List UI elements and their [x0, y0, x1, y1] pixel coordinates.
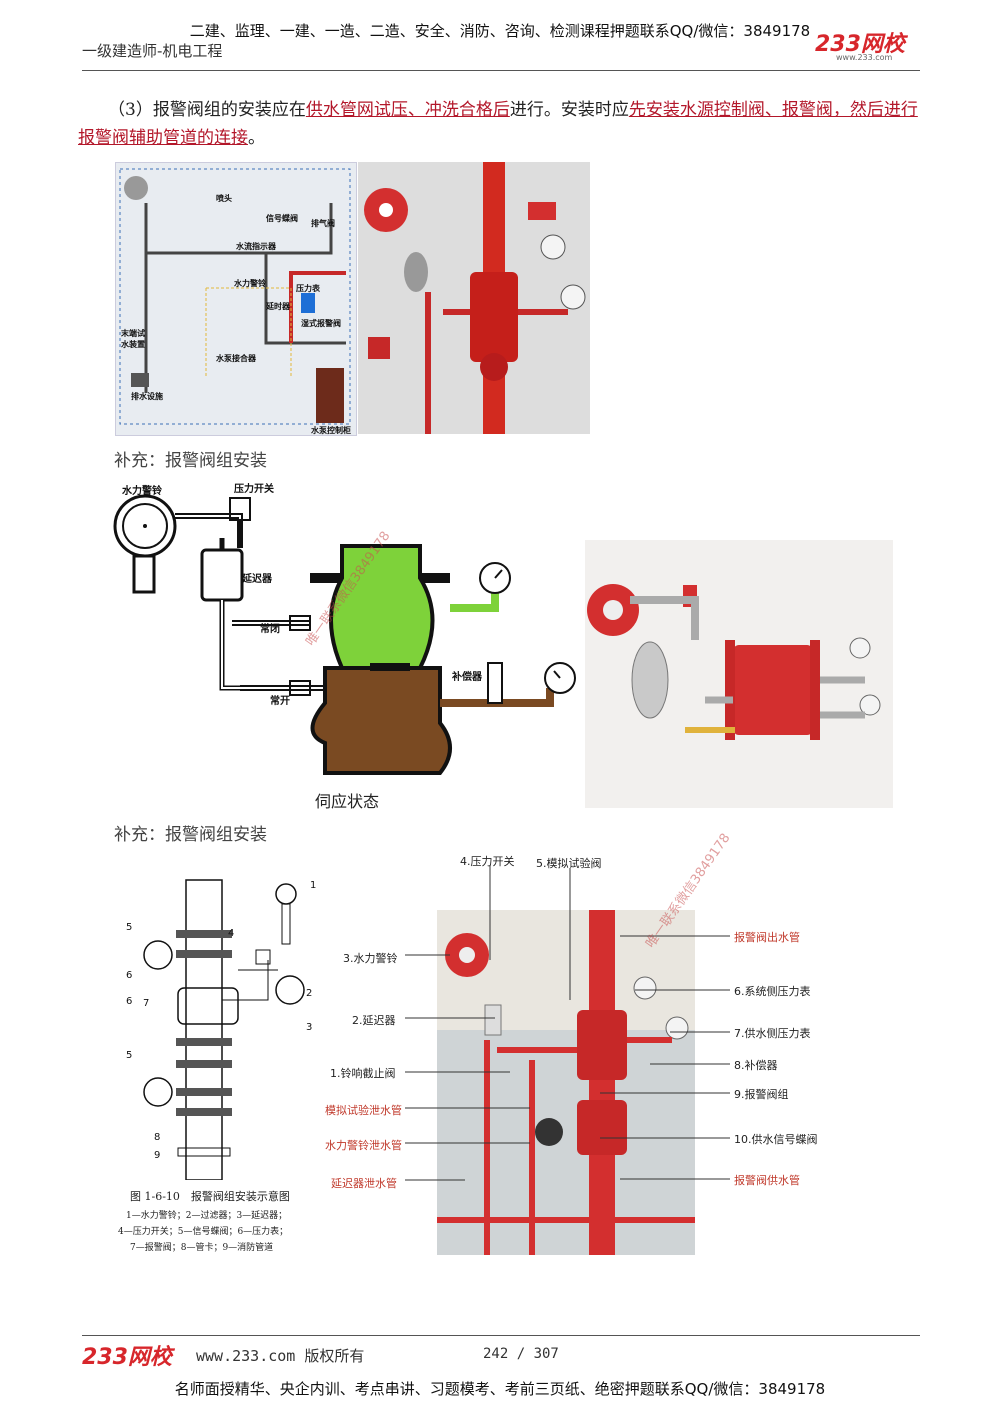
num-7: 7 — [143, 998, 150, 1009]
label-delay: 2.延迟器 — [352, 1014, 396, 1027]
header-logo-url: www.233.com — [836, 53, 893, 62]
num-2: 2 — [306, 988, 313, 999]
diag-state-caption: 伺应状态 — [315, 792, 380, 811]
valve-section-drawing — [113, 494, 576, 775]
label-supply-gauge: 7.供水侧压力表 — [734, 1027, 811, 1040]
label-test-valve: 5.模拟试验阀 — [536, 857, 602, 870]
para-text: （3）报警阀组的安装应在 — [108, 100, 306, 120]
system-schematic-image: 喷头 信号蝶阀 排气阀 水流指示器 湿式报警阀 压力表 水力警铃 延时器 末端试… — [115, 162, 357, 436]
schem-label-pump-cabinet: 水泵控制柜 — [311, 426, 351, 435]
figure-legend-2: 4—压力开关；5—信号蝶阀；6—压力表； — [118, 1227, 289, 1237]
header-contact-line: 二建、监理、一建、一造、二造、安全、消防、咨询、检测课程押题联系QQ/微信：38… — [189, 22, 811, 40]
system-schematic-drawing — [119, 168, 351, 425]
label-test-drain: 模拟试验泄水管 — [325, 1104, 402, 1117]
figure-caption: 图 1-6-10 报警阀组安装示意图 — [130, 1190, 290, 1203]
num-6b: 6 — [126, 996, 133, 1007]
footer-copyright: www.233.com 版权所有 — [196, 1347, 365, 1365]
label-supply-pipe: 报警阀供水管 — [734, 1174, 800, 1187]
num-4: 4 — [228, 928, 235, 939]
alarm-valve-photo — [358, 162, 590, 434]
num-8: 8 — [154, 1132, 161, 1143]
diag-label-normally-closed: 常闭 — [260, 624, 280, 635]
schem-label-drain: 排水设施 — [131, 392, 163, 401]
diag-label-delay: 延迟器 — [242, 574, 272, 585]
schem-label-bell: 水力警铃 — [234, 279, 266, 288]
alarm-valve-assembly-photo — [585, 540, 893, 808]
schem-label-signal-valve: 信号蝶阀 — [266, 214, 298, 223]
diag-label-bell: 水力警铃 — [122, 486, 162, 497]
num-6a: 6 — [126, 970, 133, 981]
para-text-mid: 进行。安装时应 — [509, 100, 629, 120]
num-9: 9 — [154, 1150, 161, 1161]
diag-label-compensator: 补偿器 — [452, 672, 482, 683]
label-signal-butterfly: 10.供水信号蝶阀 — [734, 1133, 818, 1146]
header-subject: 一级建造师-机电工程 — [82, 42, 223, 60]
para-highlight-2: 先安装水源控制阀、报警阀，然后进行报警阀辅助管道的连接 — [78, 100, 918, 148]
label-valve-group: 9.报警阀组 — [734, 1088, 789, 1101]
callout-lines — [405, 865, 730, 1181]
line-drawing-svg — [143, 879, 305, 1181]
para-highlight-1: 供水管网试压、冲洗合格后 — [305, 100, 510, 120]
schem-label-end-test: 末端试水装置 — [121, 329, 145, 349]
footer-logo: 233网校 — [82, 1345, 172, 1370]
assembly-photo-drawing — [587, 584, 881, 740]
footer-promo-line: 名师面授精华、央企内训、考点串讲、习题模考、考前三页纸、绝密押题联系QQ/微信：… — [174, 1380, 826, 1398]
valve-section-diagram: 水力警铃 压力开关 延迟器 常闭 常开 补偿器 伺应状态 唯一联系微信38491… — [110, 478, 580, 813]
label-delay-drain: 延迟器泄水管 — [331, 1177, 397, 1190]
header-divider — [82, 70, 920, 71]
num-5a: 5 — [126, 922, 133, 933]
num-5b: 5 — [126, 1050, 133, 1061]
figure-legend-3: 7—报警阀；8—管卡；9—消防管道 — [130, 1243, 274, 1253]
label-bell-drain: 水力警铃泄水管 — [325, 1139, 402, 1152]
diag-label-pressure-switch: 压力开关 — [234, 484, 274, 495]
diag-label-normally-open: 常开 — [270, 696, 290, 707]
schem-label-alarm-valve: 湿式报警阀 — [301, 319, 341, 328]
label-compensator: 8.补偿器 — [734, 1059, 778, 1072]
footer-divider — [82, 1335, 920, 1336]
schem-label-pump-connector: 水泵接合器 — [216, 354, 256, 363]
figure-legend-1: 1—水力警铃；2—过滤器；3—延迟器； — [126, 1211, 288, 1221]
label-pressure-switch: 4.压力开关 — [460, 855, 515, 868]
label-outlet-pipe: 报警阀出水管 — [734, 931, 800, 944]
page-number: 242 / 307 — [483, 1346, 559, 1362]
para-text-end: 。 — [248, 128, 265, 148]
schem-label-flow-indicator: 水流指示器 — [236, 242, 276, 251]
schem-label-vent: 排气阀 — [311, 219, 335, 228]
schem-label-gauge: 压力表 — [296, 284, 320, 293]
schem-label-sprinkler: 喷头 — [216, 194, 232, 203]
supplement-heading-2: 补充：报警阀组安装 — [114, 825, 267, 845]
label-bell-stop-valve: 1.铃响截止阀 — [330, 1067, 396, 1080]
installation-line-drawing: 1 2 3 4 5 6 6 7 5 8 9 图 1-6-10 报警阀组安装示意图… — [118, 870, 333, 1255]
supplement-heading-1: 补充：报警阀组安装 — [114, 451, 267, 471]
alarm-valve-photo-drawing — [358, 162, 590, 434]
label-water-bell: 3.水力警铃 — [343, 952, 398, 965]
num-1: 1 — [310, 880, 317, 891]
num-3: 3 — [306, 1022, 313, 1033]
label-system-gauge: 6.系统侧压力表 — [734, 985, 811, 998]
header-logo: 233网校 — [815, 32, 905, 57]
body-paragraph: （3）报警阀组的安装应在供水管网试压、冲洗合格后进行。安装时应先安装水源控制阀、… — [78, 96, 928, 152]
schem-label-delay: 延时器 — [266, 302, 290, 311]
